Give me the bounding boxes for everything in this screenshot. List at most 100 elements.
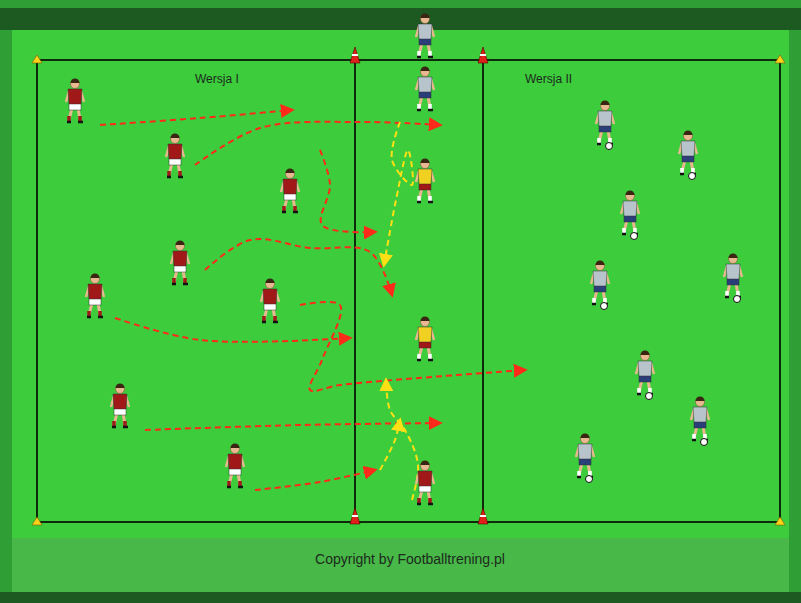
player-hair	[421, 159, 430, 164]
player-head	[176, 242, 185, 251]
player-hair	[641, 351, 650, 356]
player-boots	[282, 211, 298, 214]
player-figure	[416, 67, 434, 111]
player-shirt	[263, 289, 277, 304]
player-hair	[286, 169, 295, 174]
pitch	[12, 30, 789, 538]
player-head	[421, 462, 430, 471]
cones	[32, 47, 785, 525]
ball	[586, 476, 593, 483]
player-hair	[231, 444, 240, 449]
player-shirt	[623, 201, 637, 216]
zone-line	[482, 60, 484, 522]
player-boots	[87, 316, 103, 319]
pass-arrow	[380, 420, 400, 470]
player-hair	[71, 79, 80, 84]
player-figure	[691, 397, 709, 446]
player-hair	[421, 67, 430, 72]
player-shirt	[418, 24, 432, 39]
player-shirt	[418, 327, 432, 342]
run-arrow	[320, 150, 375, 232]
top-bar	[0, 8, 801, 30]
run-arrow	[255, 470, 375, 490]
player-hair	[116, 384, 125, 389]
player-head	[71, 80, 80, 89]
player-boots	[417, 359, 433, 362]
player-figure	[679, 131, 697, 180]
player-head	[231, 445, 240, 454]
zone-line	[354, 60, 356, 522]
player-hair	[171, 134, 180, 139]
player-boots	[417, 109, 433, 112]
player-figure	[111, 384, 129, 428]
player-shirt	[418, 169, 432, 184]
player-head	[684, 132, 693, 141]
player-head	[286, 170, 295, 179]
player-head	[729, 255, 738, 264]
run-arrows	[100, 110, 525, 500]
player-figure	[724, 254, 742, 303]
player-shirt	[168, 144, 182, 159]
player-shirt	[681, 141, 695, 156]
player-figure	[281, 169, 299, 213]
red-cone	[478, 47, 488, 63]
player-figure	[596, 101, 614, 150]
player-socks	[419, 498, 430, 503]
player-hair	[601, 101, 610, 106]
player-hair	[596, 261, 605, 266]
player-socks	[229, 481, 240, 486]
player-head	[601, 102, 610, 111]
player-shirt	[228, 454, 242, 469]
player-socks	[89, 311, 100, 316]
player-head	[421, 160, 430, 169]
player-head	[266, 280, 275, 289]
version-label: Wersja I	[195, 72, 239, 86]
player-socks	[419, 51, 430, 56]
player-shirt	[578, 444, 592, 459]
player-socks	[419, 104, 430, 109]
player-figure	[416, 461, 434, 505]
cone-body	[350, 508, 360, 524]
copyright-note: Copyright by Footballtrening.pl	[315, 551, 505, 567]
player-boots	[227, 486, 243, 489]
player-figure	[636, 351, 654, 400]
player-shirt	[68, 89, 82, 104]
corner-marker	[32, 517, 42, 525]
player-figure	[66, 79, 84, 123]
player-shirt	[88, 284, 102, 299]
cone-stripe	[480, 54, 486, 56]
player-figure	[576, 434, 594, 483]
player-boots	[167, 176, 183, 179]
ball	[601, 303, 608, 310]
player-shirt	[418, 77, 432, 92]
player-hair	[421, 461, 430, 466]
player-boots	[417, 201, 433, 204]
player-figure	[171, 241, 189, 285]
bottom-bar	[0, 592, 801, 603]
player-head	[421, 15, 430, 24]
cone-body	[350, 47, 360, 63]
player-figure	[166, 134, 184, 178]
player-shirt	[283, 179, 297, 194]
player-boots	[112, 426, 128, 429]
player-hair	[176, 241, 185, 246]
version-label: Wersja II	[525, 72, 572, 86]
player-head	[116, 385, 125, 394]
player-socks	[174, 278, 185, 283]
player-socks	[419, 354, 430, 359]
corner-marker	[32, 55, 42, 63]
cone-stripe	[352, 515, 358, 517]
player-boots	[417, 56, 433, 59]
caption-strip	[12, 538, 789, 592]
run-arrow	[205, 239, 392, 295]
player-shirt	[598, 111, 612, 126]
player-head	[696, 398, 705, 407]
ball	[606, 143, 613, 150]
player-figure	[261, 279, 279, 323]
player-figure	[226, 444, 244, 488]
red-cone	[350, 47, 360, 63]
player-hair	[266, 279, 275, 284]
